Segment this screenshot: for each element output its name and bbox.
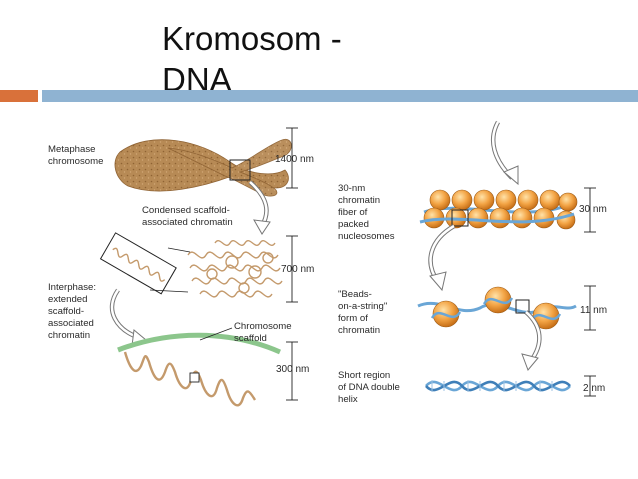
condensed-label-line-1: Condensed scaffold-	[142, 205, 230, 216]
fiber-label-line-4: packed	[338, 219, 369, 230]
interphase-label-line-1: Interphase:	[48, 282, 96, 293]
dna-label-line-3: helix	[338, 394, 358, 405]
dimension-11nm	[584, 285, 596, 331]
nucleosome-fiber	[419, 189, 578, 230]
metaphase-label-line-2: chromosome	[48, 156, 103, 167]
arrow-scaffold-to-fiber	[490, 120, 519, 186]
fiber-label-line-2: chromatin	[338, 195, 380, 206]
scaffold-label-line-2: scaffold	[234, 333, 267, 344]
metaphase-label-line-1: Metaphase	[48, 144, 95, 155]
metaphase-label: Metaphase chromosome	[48, 144, 103, 167]
beads-label-line-1: "Beads-	[338, 289, 372, 300]
fiber-label-line-1: 30-nm	[338, 183, 365, 194]
beads-label: "Beads- on-a-string" form of chromatin	[338, 289, 387, 336]
interphase-label-line-4: associated	[48, 318, 94, 329]
arrow-inset-to-scaffold	[109, 288, 147, 347]
fiber-label-line-3: fiber of	[338, 207, 368, 218]
dimension-30nm	[584, 187, 596, 233]
scaffold-label: Chromosome scaffold	[234, 321, 292, 344]
condensed-label-line-2: associated chromatin	[142, 217, 233, 228]
arrow-beads-to-dna	[521, 310, 542, 371]
beads-label-line-2: on-a-string"	[338, 301, 387, 312]
dimension-2nm	[584, 375, 596, 397]
dimension-30nm-label: 30 nm	[579, 204, 607, 215]
dna-label: Short region of DNA double helix	[338, 370, 400, 405]
dimension-1400nm-label: 1400 nm	[275, 154, 314, 165]
beads-label-line-4: chromatin	[338, 325, 380, 336]
accent-bar-orange	[0, 90, 38, 102]
fiber-label: 30-nm chromatin fiber of packed nucleoso…	[338, 183, 395, 242]
dimension-700nm	[286, 235, 298, 303]
arrow-metaphase-to-condensed	[248, 180, 271, 235]
dimension-1400nm	[286, 127, 298, 189]
metaphase-chromosome-shape	[114, 138, 292, 197]
fiber-label-line-5: nucleosomes	[338, 231, 395, 242]
title-line-1: Kromosom -	[162, 20, 342, 57]
condensed-label: Condensed scaffold- associated chromatin	[142, 205, 233, 228]
slide-title: Kromosom - DNA	[162, 18, 422, 100]
dimension-300nm	[286, 341, 298, 401]
dimension-700nm-label: 700 nm	[281, 264, 314, 275]
interphase-label-line-5: chromatin	[48, 330, 90, 341]
extended-chromatin-inset	[99, 232, 191, 295]
interphase-label-line-3: scaffold-	[48, 306, 84, 317]
dna-label-line-1: Short region	[338, 370, 390, 381]
interphase-label-line-2: extended	[48, 294, 87, 305]
dna-double-helix	[425, 380, 571, 392]
interphase-label: Interphase: extended scaffold- associate…	[48, 282, 96, 341]
beads-label-line-3: form of	[338, 313, 368, 324]
arrow-fiber-to-beads	[428, 224, 456, 292]
chromosome-scaffold	[117, 332, 282, 407]
dimension-11nm-label: 11 nm	[580, 305, 607, 316]
dimension-2nm-label: 2 nm	[583, 383, 605, 394]
accent-bar-blue	[42, 90, 638, 102]
scaffold-label-line-1: Chromosome	[234, 321, 292, 332]
condensed-chromatin-loops	[187, 240, 283, 298]
scaffold-pointer	[199, 327, 233, 341]
dna-label-line-2: of DNA double	[338, 382, 400, 393]
beads-on-string	[417, 286, 577, 330]
dimension-300nm-label: 300 nm	[276, 364, 309, 375]
